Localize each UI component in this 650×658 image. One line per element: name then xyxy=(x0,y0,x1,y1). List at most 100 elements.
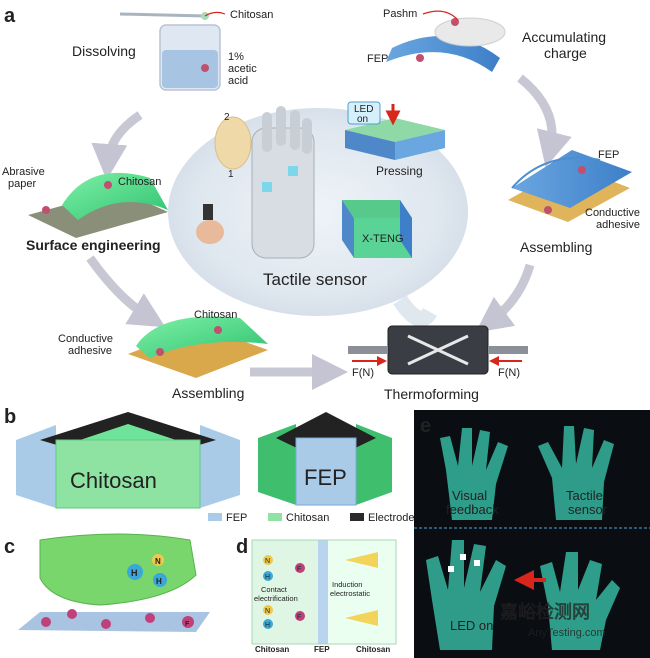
assembling-right-cond2: adhesive xyxy=(596,219,640,231)
panel-e: e Visual feedback Tactile sensor LED on … xyxy=(414,410,650,658)
panel-b-letter: b xyxy=(4,406,16,428)
accum-title-1: Accumulating xyxy=(522,29,606,45)
d-atom-2-label: H xyxy=(265,574,270,581)
surface-title: Surface engineering xyxy=(26,237,161,253)
atom-h: H xyxy=(131,568,138,578)
led-line1: LED xyxy=(354,104,373,115)
abrasive-line1: Abrasive xyxy=(2,166,45,178)
led-dot-3 xyxy=(474,560,480,566)
accum-title-2: charge xyxy=(544,45,587,61)
led-dot-2 xyxy=(460,554,466,560)
d-induction-2: electrostatic xyxy=(330,589,370,598)
atom-f-e xyxy=(182,616,194,628)
dissolving-beaker xyxy=(119,12,221,91)
force-left: F(N) xyxy=(352,367,374,379)
atom-n-circle xyxy=(152,554,164,566)
abrasive-line2: paper xyxy=(8,178,36,190)
tactile-sensor-title: Tactile sensor xyxy=(263,270,367,289)
d-bottom-mid: FEP xyxy=(314,645,330,654)
chitosan-block-face xyxy=(55,439,201,509)
panel-d-letter: d xyxy=(236,536,248,558)
atom-f-c xyxy=(101,619,111,629)
fep-film-pashm xyxy=(386,17,506,72)
led-line2: on xyxy=(357,114,368,125)
d-atom-1 xyxy=(263,555,273,565)
d-bottom-left: Chitosan xyxy=(255,645,289,654)
d-contact-2: electrification xyxy=(254,594,298,603)
d-atom-2 xyxy=(263,571,273,581)
arrow-dissolve-to-surface xyxy=(91,111,143,180)
panel-e-letter: e xyxy=(420,415,431,437)
thermoforming-mold xyxy=(348,325,528,375)
panel-c: c H H N F xyxy=(4,533,210,632)
atom-h-circle xyxy=(127,564,143,580)
assembling-left-cond1: Conductive xyxy=(58,333,113,345)
led-dot-1 xyxy=(448,566,454,572)
d-frame xyxy=(251,539,397,645)
pressing-label: Pressing xyxy=(376,164,423,178)
dissolving-chitosan-label: Chitosan xyxy=(230,9,273,21)
watermark-cn: 嘉峪检测网 xyxy=(499,601,590,622)
fep-block-right-wall xyxy=(356,424,392,505)
surface-chitosan-label: Chitosan xyxy=(118,176,161,188)
arrow-assembling-to-thermo-right xyxy=(475,263,535,333)
visual-feedback-2: feedback xyxy=(446,502,499,517)
assembling-right-title: Assembling xyxy=(520,239,592,255)
glove-right-bottom xyxy=(540,552,620,650)
visual-feedback-1: Visual xyxy=(452,488,487,503)
pashm-label: Pashm xyxy=(383,8,417,20)
legend-swatch-2 xyxy=(350,513,364,521)
atom-f-a xyxy=(41,617,51,627)
acid-line3: acid xyxy=(228,75,248,87)
acid-line2: acetic xyxy=(228,63,257,75)
chitosan-block-right-wall xyxy=(200,425,240,508)
d-cone-top xyxy=(345,552,378,568)
d-contact-1: Contact xyxy=(261,585,288,594)
d-fep-strip xyxy=(318,540,328,644)
xteng-device xyxy=(342,200,412,258)
glove-left-top xyxy=(440,428,508,520)
assembling-left-cond2: adhesive xyxy=(68,345,112,357)
fep-block-face xyxy=(295,437,357,506)
led-on-label: LED on xyxy=(450,618,493,633)
chitosan-block-left-wall xyxy=(16,425,56,508)
chitosan-block-label: Chitosan xyxy=(70,468,157,493)
legend-swatch-1 xyxy=(268,513,282,521)
atom-h2-circle xyxy=(153,573,167,587)
fep-surface xyxy=(18,612,210,632)
atom-f-b xyxy=(67,609,77,619)
force-right: F(N) xyxy=(498,367,520,379)
xteng-label: X-TENG xyxy=(362,233,404,245)
acid-line1: 1% xyxy=(228,51,244,63)
panel-a: a Chitosan Dissolving 1% acetic acid xyxy=(2,5,640,402)
d-atom-4 xyxy=(263,605,273,615)
d-atom-1-label: N xyxy=(265,558,270,565)
d-bottom-right: Chitosan xyxy=(356,645,390,654)
tactile-sensor-2: sensor xyxy=(568,502,608,517)
glove-right-top xyxy=(538,426,614,520)
d-atom-6-label: F xyxy=(297,614,301,621)
d-cone-bottom xyxy=(345,610,378,626)
d-atom-5-label: H xyxy=(265,622,270,629)
d-atom-4-label: N xyxy=(265,608,270,615)
atom-h2: H xyxy=(156,577,162,586)
assembling-left-chitosan: Chitosan xyxy=(194,309,237,321)
d-left-chitosan xyxy=(252,540,320,644)
fep-block-label: FEP xyxy=(304,465,347,490)
legend-label-1: Chitosan xyxy=(286,512,329,524)
watermark-en: AnyTesting.com xyxy=(528,627,606,639)
led-on-box xyxy=(347,101,381,125)
dissolving-title: Dissolving xyxy=(72,43,136,59)
d-atom-6 xyxy=(295,611,305,621)
arrow-surface-to-assembling xyxy=(86,255,166,328)
panel-d: d N H F N H F Contact electrification In… xyxy=(236,536,397,654)
atom-f: F xyxy=(185,621,190,628)
ellipse-tail xyxy=(393,295,437,327)
d-induction-1: Induction xyxy=(332,580,362,589)
assembling-right-fep: FEP xyxy=(598,149,619,161)
fep-block-left-wall xyxy=(258,424,296,505)
assembling-right-cond1: Conductive xyxy=(585,207,640,219)
